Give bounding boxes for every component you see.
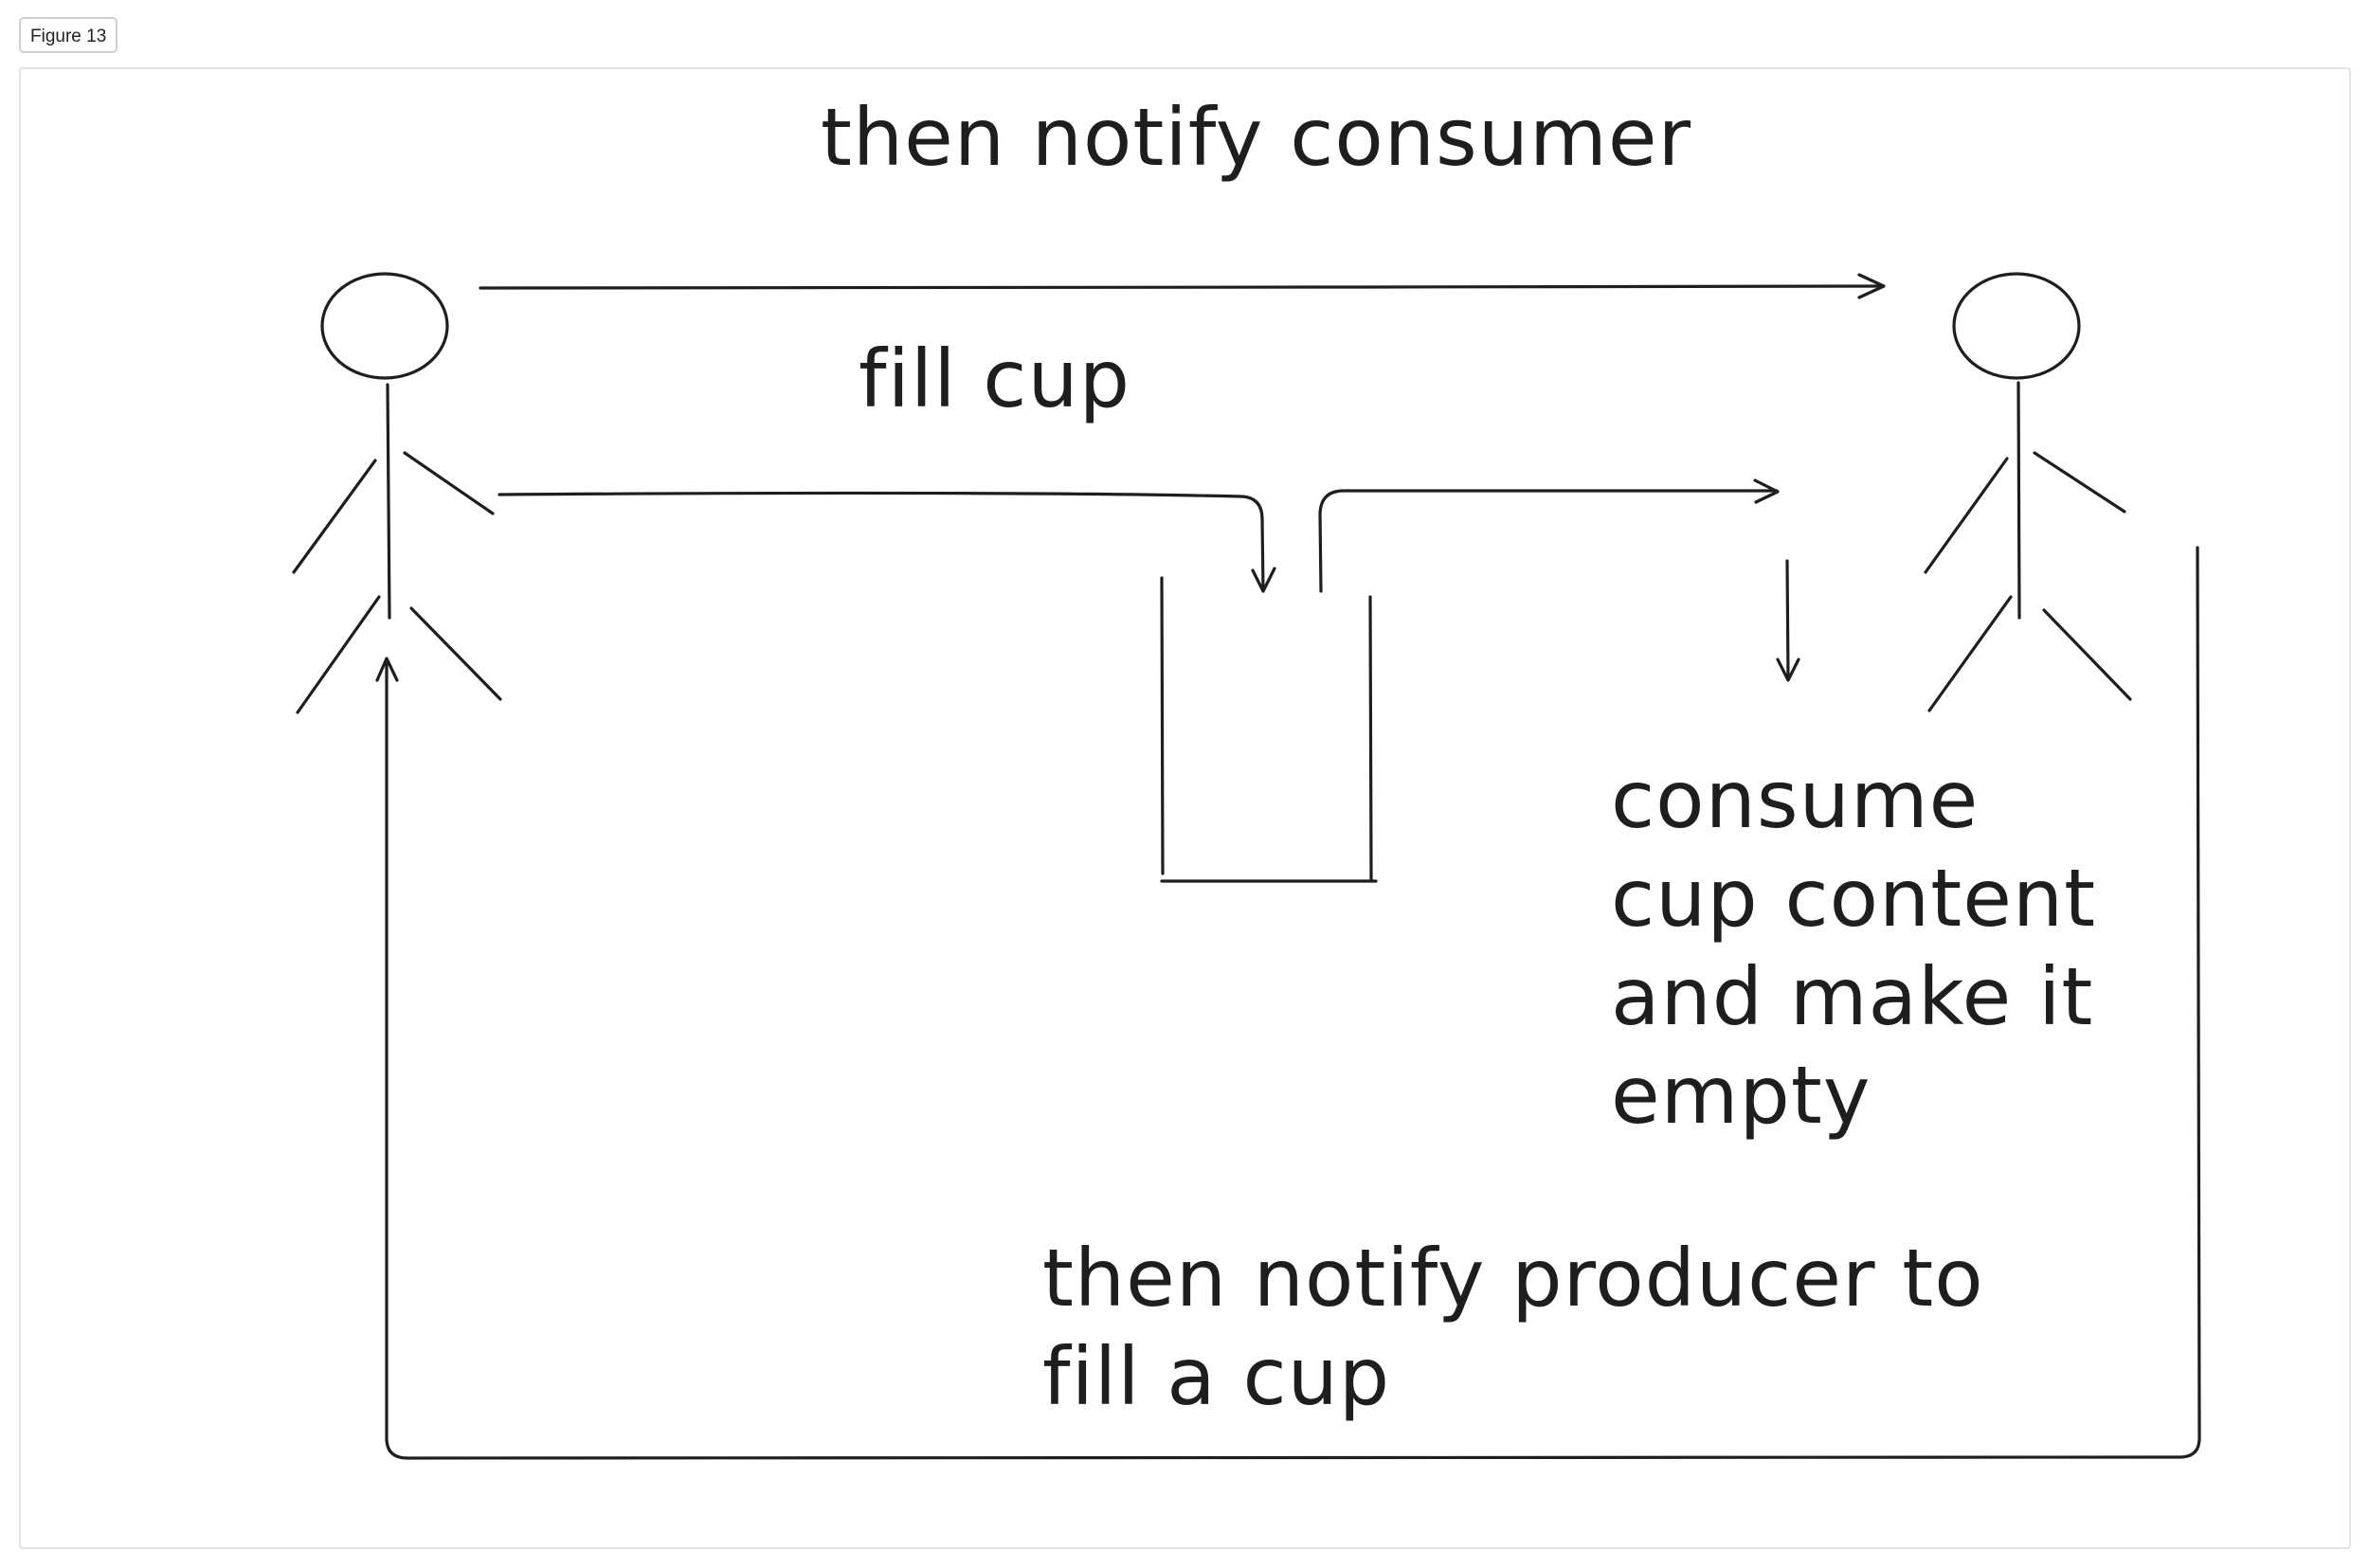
notify-producer-arrow: [375, 546, 2201, 1460]
consumer-figure: [1924, 272, 2132, 712]
consume-down-arrow: [1776, 559, 1800, 682]
consumer-right-leg: [2042, 608, 2132, 701]
fill-cup-label: fill cup: [859, 333, 1131, 425]
cup: [1160, 576, 1378, 883]
producer-left-leg: [296, 595, 381, 714]
notify-producer-label: then notify producer to fill a cup: [1042, 1232, 1984, 1423]
producer-head: [320, 272, 449, 380]
consumer-body: [2016, 381, 2021, 620]
consumer-right-arm: [2033, 451, 2126, 514]
producer-right-arm: [403, 451, 495, 515]
consume-label: consume cup content and make it empty: [1611, 753, 2097, 1142]
notify-consumer-label: then notify consumer: [821, 91, 1692, 184]
producer-right-leg: [409, 606, 502, 701]
consumer-head: [1952, 272, 2081, 380]
cup-to-consumer-arrow: [1318, 478, 1780, 593]
consumer-left-arm: [1924, 457, 2009, 574]
diagram-frame: [19, 67, 2351, 1549]
producer-left-arm: [292, 459, 377, 574]
producer-figure: [292, 272, 502, 714]
notify-consumer-arrow: [479, 273, 1886, 299]
figure-label: Figure 13: [19, 17, 118, 53]
consumer-left-leg: [1927, 595, 2013, 712]
producer-body: [386, 383, 391, 620]
fill-cup-arrow: [497, 491, 1276, 593]
